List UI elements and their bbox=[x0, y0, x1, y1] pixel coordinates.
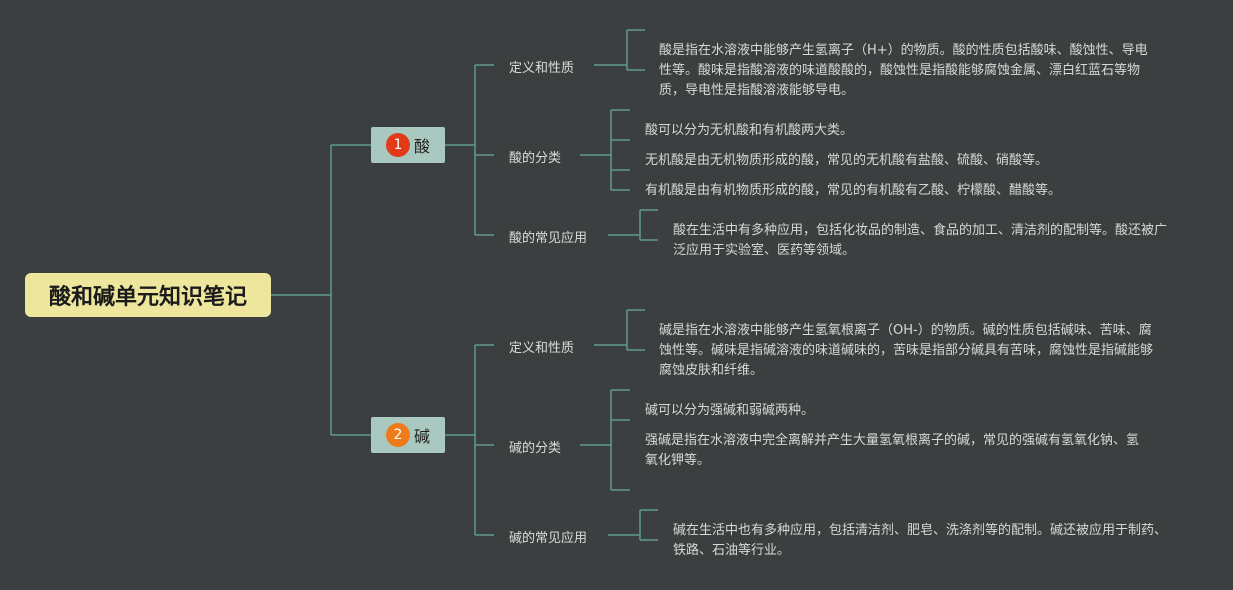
number-badge: 2 bbox=[385, 423, 410, 447]
note-acid-applications[interactable]: 酸在生活中有多种应用，包括化妆品的制造、食品的加工、清洁剂的配制等。酸还被广泛应… bbox=[673, 223, 1168, 258]
root-node[interactable]: 酸和碱单元知识笔记 bbox=[25, 273, 271, 317]
topic-acid-applications[interactable]: 酸的常见应用 bbox=[509, 231, 588, 246]
topic-base-applications[interactable]: 碱的常见应用 bbox=[509, 531, 588, 546]
note-acid-classification-3[interactable]: 有机酸是由有机物质形成的酸，常见的有机酸有乙酸、柠檬酸、醋酸等。 bbox=[645, 183, 1062, 198]
note-acid-definition[interactable]: 酸是指在水溶液中能够产生氢离子（H+）的物质。酸的性质包括酸味、酸蚀性、导电性等… bbox=[659, 43, 1148, 98]
note-base-classification-1[interactable]: 碱可以分为强碱和弱碱两种。 bbox=[645, 403, 815, 418]
note-base-applications[interactable]: 碱在生活中也有多种应用，包括清洁剂、肥皂、洗涤剂等的配制。碱还被应用于制药、铁路… bbox=[673, 523, 1168, 558]
root-title: 酸和碱单元知识笔记 bbox=[48, 285, 247, 310]
note-acid-classification-1[interactable]: 酸可以分为无机酸和有机酸两大类。 bbox=[645, 123, 854, 138]
topic-acid-definition[interactable]: 定义和性质 bbox=[509, 61, 575, 76]
note-base-classification-2[interactable]: 强碱是指在水溶液中完全离解并产生大量氢氧根离子的碱，常见的强碱有氢氧化钠、氢氧化… bbox=[645, 433, 1140, 468]
branch-label: 碱 bbox=[413, 427, 430, 446]
topic-base-classification[interactable]: 碱的分类 bbox=[509, 441, 562, 456]
branch-node-base[interactable]: 2 碱 bbox=[371, 417, 445, 453]
topic-base-definition[interactable]: 定义和性质 bbox=[509, 341, 575, 356]
branch-label: 酸 bbox=[413, 137, 430, 156]
branch-node-acid[interactable]: 1 酸 bbox=[371, 127, 445, 163]
note-base-definition[interactable]: 碱是指在水溶液中能够产生氢氧根离子（OH-）的物质。碱的性质包括碱味、苦味、腐蚀… bbox=[659, 323, 1154, 378]
topic-acid-classification[interactable]: 酸的分类 bbox=[509, 151, 562, 166]
note-acid-classification-2[interactable]: 无机酸是由无机物质形成的酸，常见的无机酸有盐酸、硫酸、硝酸等。 bbox=[645, 153, 1049, 168]
number-badge: 1 bbox=[385, 133, 410, 157]
